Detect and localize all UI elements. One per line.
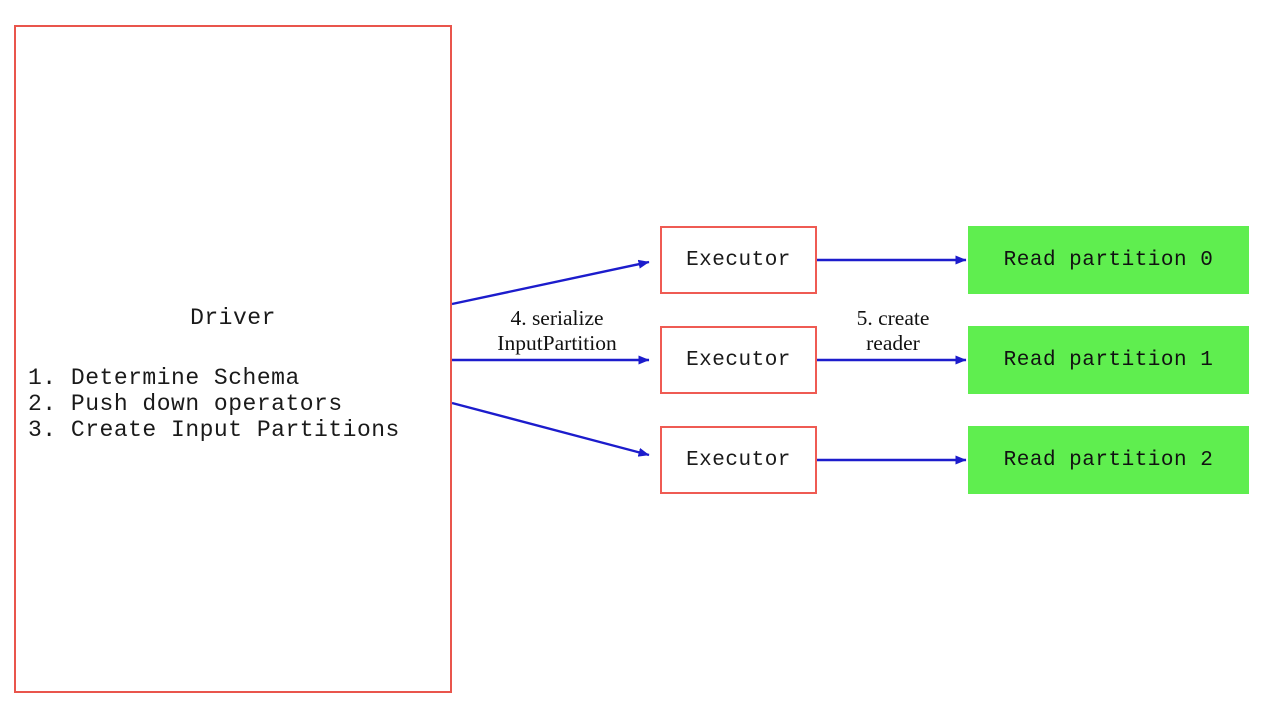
executor-box-2: Executor [660,326,817,394]
read-partition-box-1: Read partition 1 [968,326,1249,394]
edge-label-create-line-2: reader [866,331,920,355]
read-partition-box-0: Read partition 0 [968,226,1249,294]
read-partition-box-2: Read partition 2 [968,426,1249,494]
executor-box-3: Executor [660,426,817,494]
edge-label-serialize-line-1: 4. serialize [510,306,604,330]
driver-title: Driver [190,305,276,331]
edge-label-serialize-line-2: InputPartition [497,331,617,355]
edge-label-create-line-1: 5. create [856,306,930,330]
arrow-driver-to-executor-3 [451,401,650,457]
arrow-driver-to-executor-1 [451,259,650,306]
driver-steps-list: 1. Determine Schema 2. Push down operato… [28,365,400,443]
edge-label-create-reader: 5. create reader [823,306,963,356]
executor-box-1: Executor [660,226,817,294]
driver-box: Driver 1. Determine Schema 2. Push down … [14,25,452,693]
edge-label-serialize-input-partition: 4. serialize InputPartition [457,306,657,356]
